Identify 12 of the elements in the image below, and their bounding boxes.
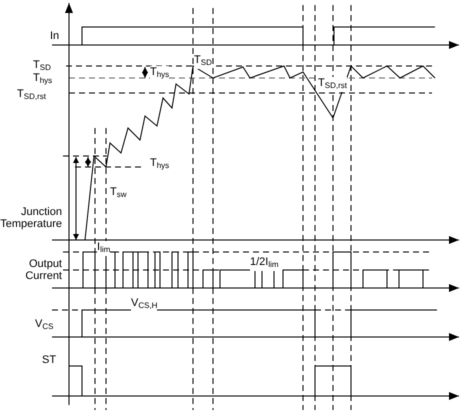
signal-label: In: [50, 30, 60, 42]
threshold-label: T$_{SD,rst}$: [17, 88, 46, 103]
threshold-label: T$_{SD}$: [194, 54, 212, 69]
threshold-label: T$_{hys}$: [150, 157, 170, 172]
threshold-label: T$_{hys}$: [33, 72, 52, 87]
threshold-label: V$_{CS,H}$: [131, 297, 158, 312]
threshold-label: 1/2I$_{lim}$: [250, 256, 279, 271]
signal-label: Junction Temperature: [0, 206, 62, 230]
signal-label: ST: [42, 354, 56, 366]
threshold-label: T$_{SD,rst}$: [318, 77, 347, 92]
threshold-label: T$_{hys}$: [150, 66, 170, 81]
threshold-label: I$_{lim}$: [97, 241, 110, 256]
